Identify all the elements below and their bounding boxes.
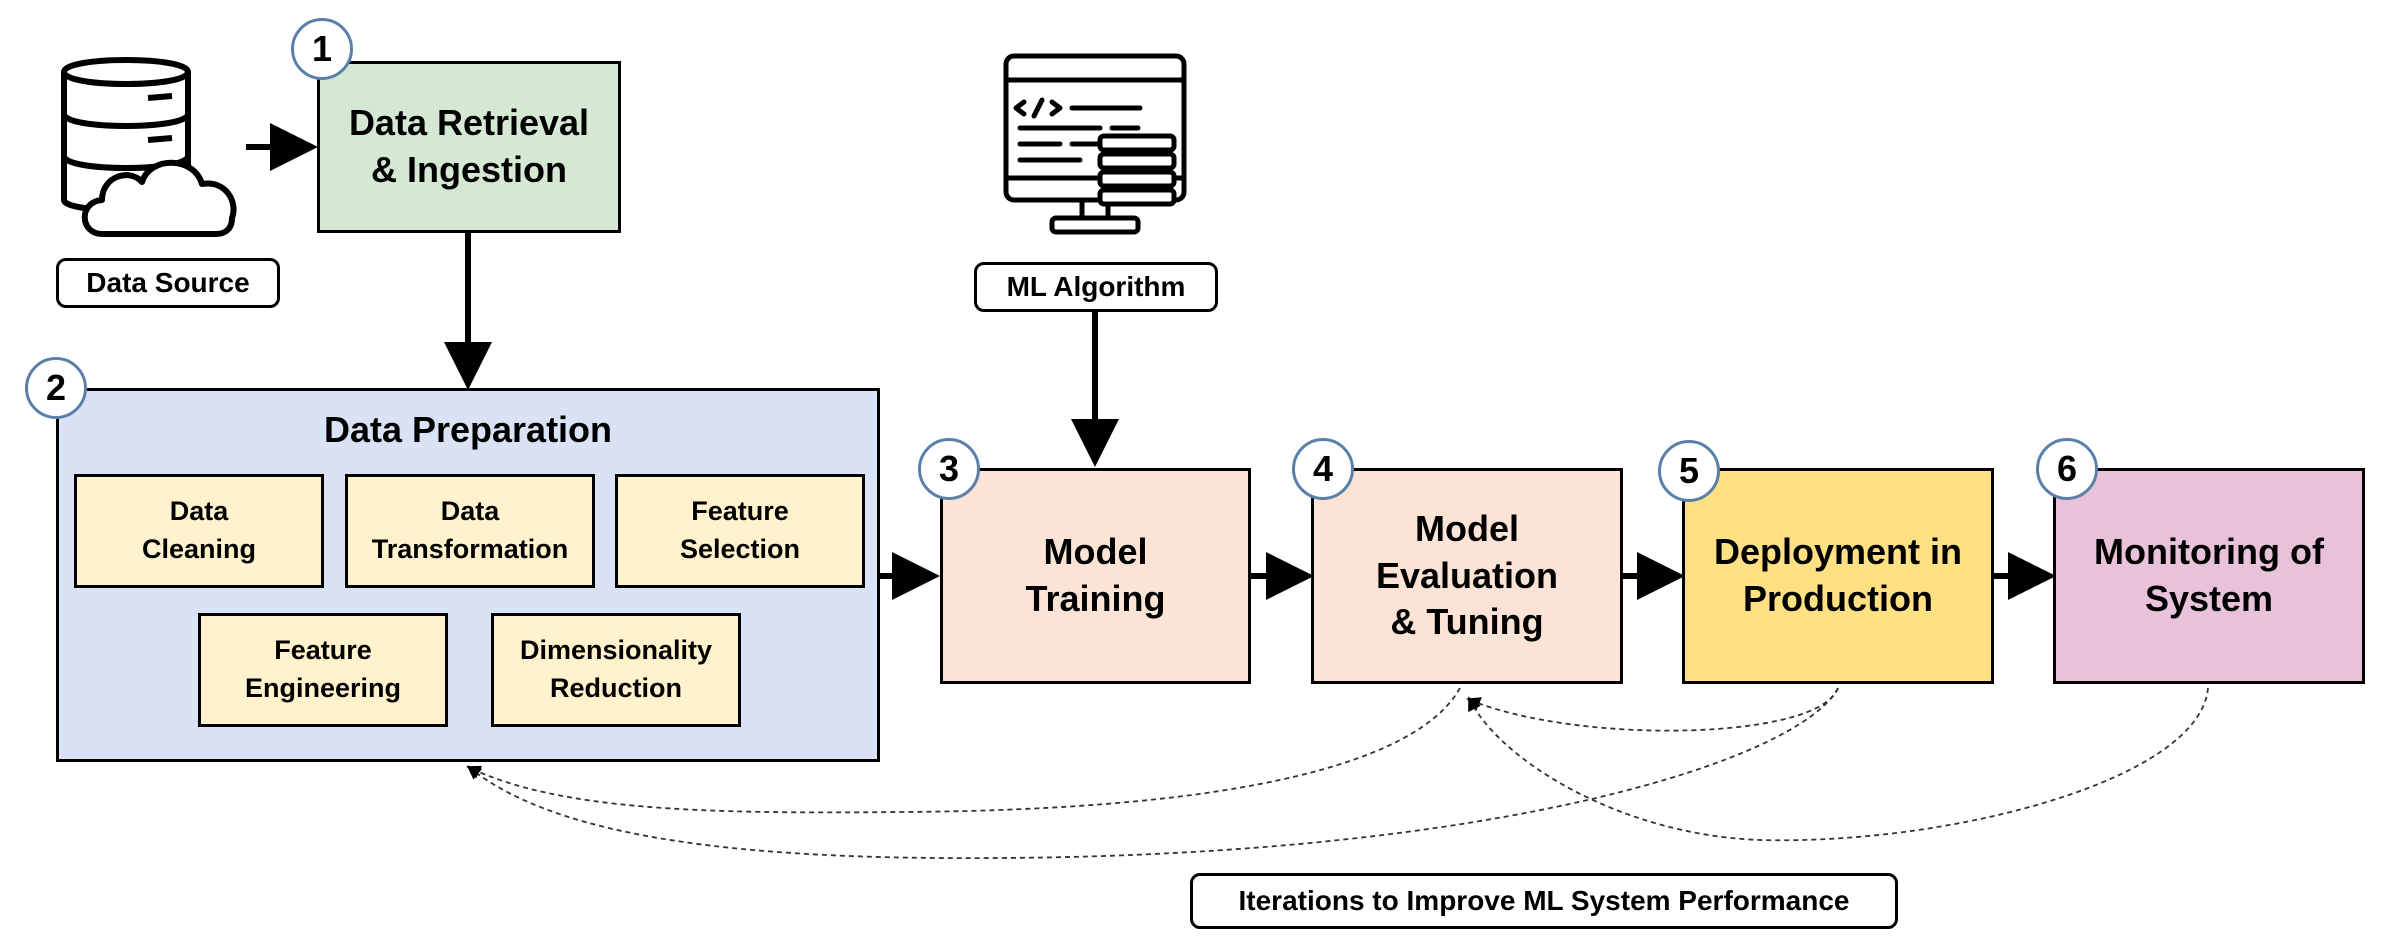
task-data-transformation-label: Data Transformation bbox=[371, 496, 569, 564]
step-5-box: Deployment in Production bbox=[1682, 468, 1994, 684]
step-6-title: Monitoring of System bbox=[2094, 531, 2324, 619]
data-source-label: Data Source bbox=[56, 258, 280, 308]
task-data-cleaning: Data Cleaning bbox=[74, 474, 324, 588]
step-6-box: Monitoring of System bbox=[2053, 468, 2365, 684]
step-2-title: Data Preparation bbox=[323, 409, 613, 450]
task-data-cleaning-label: Data Cleaning bbox=[141, 496, 256, 564]
task-feature-engineering: Feature Engineering bbox=[198, 613, 448, 727]
database-cloud-icon bbox=[56, 52, 246, 242]
iterations-label: Iterations to Improve ML System Performa… bbox=[1190, 873, 1898, 929]
task-feature-engineering-label: Feature Engineering bbox=[244, 635, 401, 703]
step-5-badge: 5 bbox=[1658, 440, 1720, 502]
task-dimensionality-reduction-label: Dimensionality Reduction bbox=[519, 635, 713, 703]
step-4-badge: 4 bbox=[1292, 438, 1354, 500]
step-4-box: Model Evaluation & Tuning bbox=[1311, 468, 1623, 684]
feedback-monitoring-to-evaluation bbox=[1468, 687, 2209, 842]
step-1-title: Data Retrieval & Ingestion bbox=[348, 102, 590, 190]
task-feature-selection: Feature Selection bbox=[615, 474, 865, 588]
step-3-badge: 3 bbox=[918, 438, 980, 500]
step-2-badge: 2 bbox=[25, 357, 87, 419]
step-4-title: Model Evaluation & Tuning bbox=[1375, 507, 1559, 643]
feedback-deployment-to-evaluation bbox=[1466, 687, 1839, 732]
task-feature-selection-label: Feature Selection bbox=[679, 496, 801, 564]
task-dimensionality-reduction: Dimensionality Reduction bbox=[491, 613, 741, 727]
feedback-deployment-to-preparation bbox=[466, 687, 1839, 860]
feedback-evaluation-to-preparation bbox=[466, 687, 1461, 814]
ml-algorithm-label: ML Algorithm bbox=[974, 262, 1218, 312]
task-data-transformation: Data Transformation bbox=[345, 474, 595, 588]
step-3-box: Model Training bbox=[940, 468, 1251, 684]
step-3-title: Model Training bbox=[1025, 531, 1166, 619]
step-6-badge: 6 bbox=[2036, 438, 2098, 500]
step-1-badge: 1 bbox=[291, 18, 353, 80]
step-1-box: Data Retrieval & Ingestion bbox=[317, 61, 621, 233]
code-monitor-icon bbox=[1000, 52, 1190, 242]
step-5-title: Deployment in Production bbox=[1713, 531, 1963, 619]
